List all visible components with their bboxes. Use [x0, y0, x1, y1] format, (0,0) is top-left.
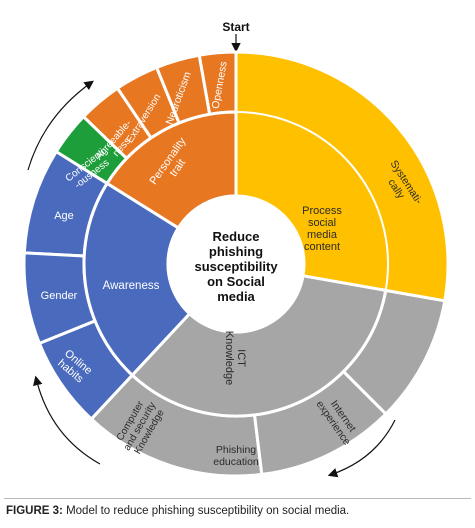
center-disc	[166, 194, 306, 334]
cycle-arrow-bottom-left	[33, 375, 101, 465]
cycle-arrows	[27, 34, 396, 478]
label-gender: Gender	[41, 290, 78, 302]
label-ict: ICTKnowledge	[223, 331, 247, 385]
caption-text: Model to reduce phishing susceptibility …	[62, 505, 350, 517]
cycle-arrow-top-left	[27, 80, 94, 171]
label-awareness: Awareness	[103, 280, 160, 292]
cycle-arrow-bottom-right	[327, 419, 396, 478]
label-age: Age	[54, 210, 74, 222]
caption-divider	[4, 498, 471, 499]
figure-caption: FIGURE 3: Model to reduce phishing susce…	[6, 505, 349, 517]
social-sector-divider	[235, 111, 389, 291]
start-label: Start	[222, 20, 249, 34]
caption-label: FIGURE 3:	[6, 505, 63, 517]
inner-ring	[82, 110, 389, 418]
